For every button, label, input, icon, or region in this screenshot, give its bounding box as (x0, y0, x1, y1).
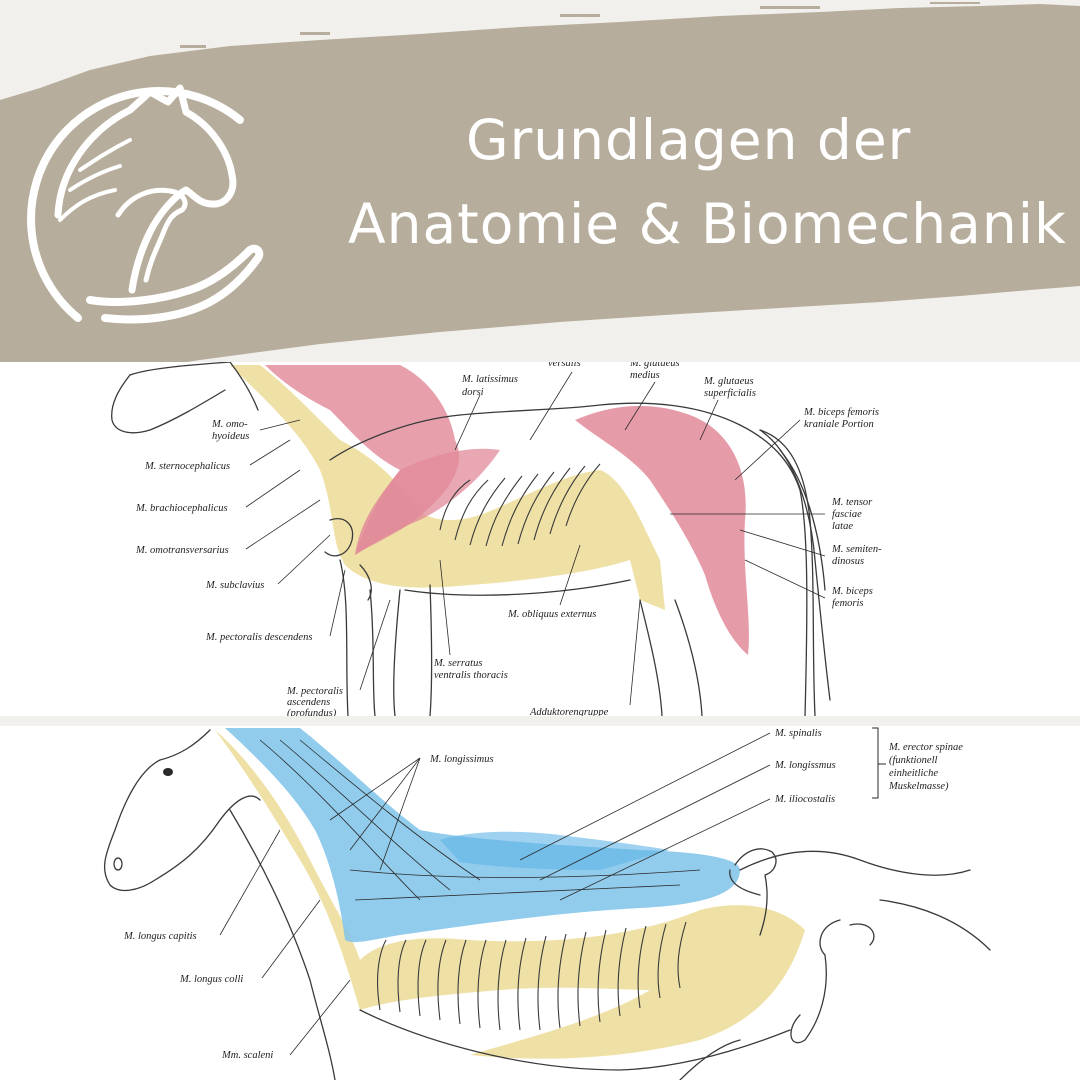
leader-lines-bottom (219, 732, 771, 1056)
label-semitendinosus-2: dinosus (832, 556, 864, 567)
label-biceps-kranial-2: kraniale Portion (804, 419, 874, 430)
label-glutaeus-medius-1: M. glutaeus (629, 358, 680, 369)
label-pectoralis-asc-1: M. pectoralis (286, 686, 343, 697)
label-longissimus: M. longissimus (429, 754, 494, 765)
label-tensor-1: M. tensor (831, 497, 873, 508)
label-tensor-3: latae (832, 521, 853, 532)
ribcage-top (439, 463, 601, 547)
yellow-muscles-top (230, 365, 665, 610)
label-sternocephalicus: M. sternocephalicus (144, 461, 230, 472)
label-semitendinosus-1: M. semiten- (831, 544, 882, 555)
horse-head-hand-logo (27, 84, 264, 324)
label-latissimus-2: dorsi (462, 387, 484, 398)
label-brachiocephalicus: M. brachiocephalicus (135, 503, 228, 514)
label-latissimus-1: M. latissimus (461, 374, 518, 385)
label-glutaeus-sup-1: M. glutaeus (703, 376, 754, 387)
label-subclavius: M. subclavius (205, 580, 264, 591)
label-glutaeus-sup-2: superficialis (704, 388, 756, 399)
label-pectoralis-asc-3: (profundus) (287, 708, 337, 719)
label-erector-4: Muskelmasse) (888, 781, 949, 792)
label-erector-3: einheitliche (889, 768, 938, 779)
red-muscle-latissimus (355, 448, 500, 555)
label-iliocostalis: M. iliocostalis (774, 794, 835, 805)
label-biceps-1: M. biceps (831, 586, 873, 597)
leader-lines-top (245, 371, 826, 706)
label-omohyoideus-1: M. omo- (211, 419, 248, 430)
label-longus-capitis: M. longus capitis (123, 931, 197, 942)
logo-ring (27, 87, 244, 322)
label-omotransversarius: M. omotransversarius (135, 545, 229, 556)
yellow-muscles-bottom (215, 730, 805, 1059)
label-pectoralis-asc-2: ascendens (287, 697, 330, 708)
title-line-1: Grundlagen der (466, 108, 912, 172)
title-line-2: Anatomie & Biomechanik (348, 192, 1067, 256)
erector-bracket (872, 727, 886, 799)
label-omohyoideus-2: hyoideus (212, 431, 249, 442)
label-longissmus: M. longissmus (774, 760, 836, 771)
label-spinalis: M. spinalis (774, 728, 822, 739)
label-biceps-2: femoris (832, 598, 864, 609)
title-banner (0, 4, 1080, 398)
label-glutaeus-medius-2: medius (630, 370, 660, 381)
label-erector-2: (funktionell (889, 755, 937, 766)
ribcage-bottom (377, 921, 687, 1031)
label-serratus-1: M. serratus (433, 658, 482, 669)
label-longus-colli: M. longus colli (179, 974, 243, 985)
label-pectoralis-descendens: M. pectoralis descendens (205, 632, 312, 643)
label-erector-1: M. erector spinae (888, 742, 963, 753)
label-biceps-kranial-1: M. biceps femoris (803, 407, 879, 418)
label-serratus-2: ventralis thoracis (434, 670, 508, 681)
label-scaleni: Mm. scaleni (221, 1050, 273, 1061)
label-versalis: versalis (548, 358, 581, 369)
red-muscle-hindquarter (575, 405, 749, 655)
label-obliquus: M. obliquus externus (507, 609, 596, 620)
label-tensor-2: fasciae (832, 509, 862, 520)
label-adduktoren: Adduktorengruppe (529, 707, 609, 718)
